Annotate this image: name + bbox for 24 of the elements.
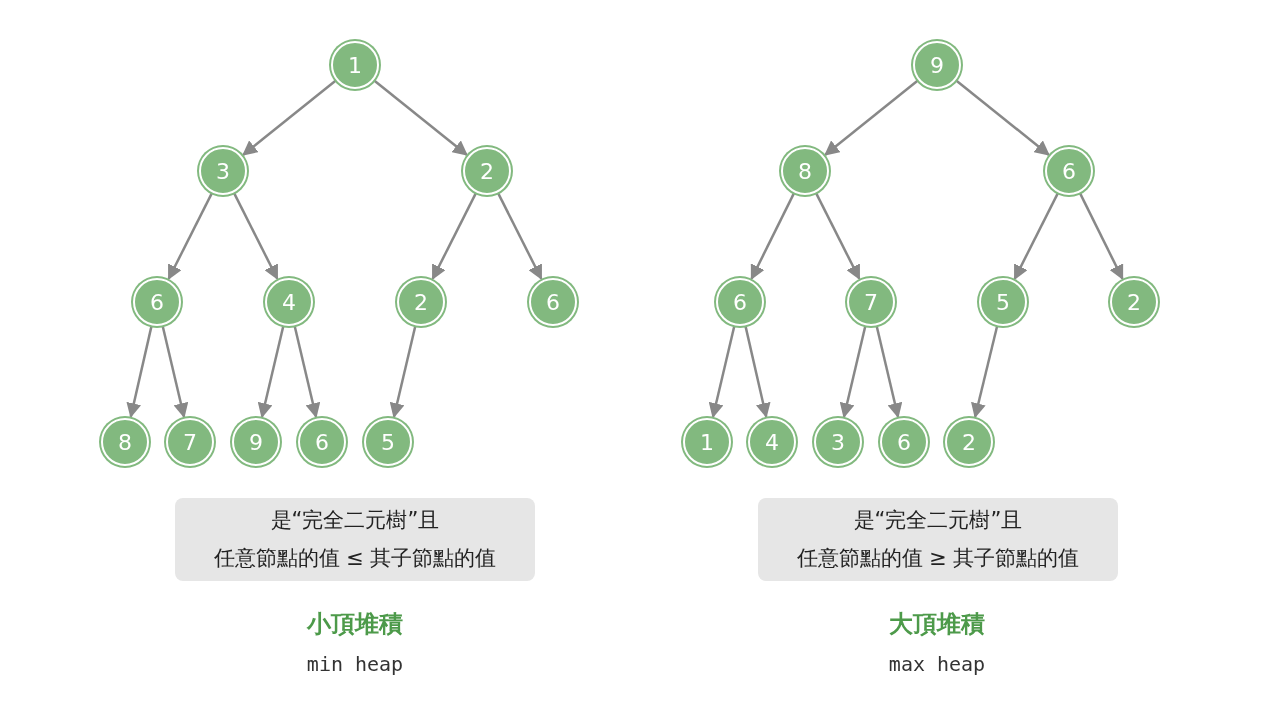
condition-box [758, 498, 1118, 581]
arrow [293, 326, 321, 419]
condition-text: 任意節點的值 ≤ 其子節點的值 [213, 544, 497, 572]
arrow [242, 79, 337, 156]
arrow [875, 326, 903, 419]
condition-text: 任意節點的值 ≥ 其子節點的值 [796, 544, 1080, 572]
arrow [257, 326, 285, 419]
heap-title: 大頂堆積 [889, 612, 985, 636]
arrow [955, 79, 1050, 156]
arrow [389, 326, 417, 419]
heap-subtitle: min heap [306, 654, 404, 674]
condition-text: 是“完全二元樹”且 [853, 507, 1023, 534]
arrow [708, 326, 736, 419]
arrow [126, 326, 153, 419]
condition-text: 是“完全二元樹”且 [270, 507, 440, 534]
arrow [744, 326, 771, 419]
heap-subtitle: max heap [888, 654, 986, 674]
condition-box [175, 498, 535, 581]
arrow [971, 326, 999, 419]
heap-title: 小頂堆積 [307, 612, 403, 636]
arrow [161, 326, 189, 419]
arrow [824, 79, 919, 156]
arrow [839, 326, 867, 419]
arrow [373, 79, 468, 156]
